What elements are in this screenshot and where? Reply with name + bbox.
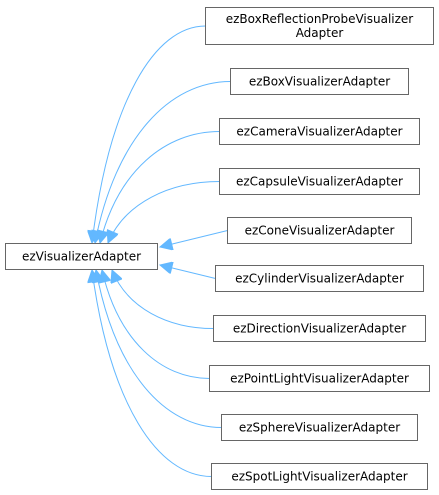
inheritance-edge bbox=[92, 270, 212, 477]
derived-class-label: ezCylinderVisualizerAdapter bbox=[235, 272, 404, 286]
derived-class-box bbox=[209, 365, 430, 392]
derived-class-label: ezCameraVisualizerAdapter bbox=[236, 125, 402, 139]
derived-class-node[interactable]: ezBoxVisualizerAdapter bbox=[230, 68, 409, 95]
inheritance-edge bbox=[112, 270, 214, 329]
inheritance-edge bbox=[108, 181, 220, 244]
derived-class-label: ezBoxReflectionProbeVisualizer bbox=[226, 12, 414, 26]
derived-class-box bbox=[219, 168, 420, 195]
derived-class-label: Adapter bbox=[296, 26, 344, 40]
inheritance-edge bbox=[160, 230, 228, 248]
derived-class-box bbox=[215, 265, 424, 292]
derived-class-box bbox=[221, 414, 418, 441]
inheritance-edge bbox=[100, 131, 220, 244]
inheritance-edge bbox=[160, 265, 216, 279]
derived-class-node[interactable]: ezDirectionVisualizerAdapter bbox=[213, 315, 426, 342]
derived-class-nodes: ezBoxReflectionProbeVisualizerAdapterezB… bbox=[205, 7, 434, 490]
base-class-label: ezVisualizerAdapter bbox=[22, 250, 141, 264]
inheritance-edges bbox=[92, 25, 231, 477]
derived-class-node[interactable]: ezCapsuleVisualizerAdapter bbox=[219, 168, 420, 195]
derived-class-box bbox=[230, 68, 409, 95]
inheritance-edge bbox=[95, 81, 231, 244]
derived-class-node[interactable]: ezSpotLightVisualizerAdapter bbox=[211, 463, 428, 490]
derived-class-label: ezDirectionVisualizerAdapter bbox=[233, 322, 406, 336]
derived-class-node[interactable]: ezPointLightVisualizerAdapter bbox=[209, 365, 430, 392]
derived-class-box bbox=[213, 315, 426, 342]
derived-class-box bbox=[211, 463, 428, 490]
derived-class-box bbox=[219, 118, 420, 145]
derived-class-label: ezConeVisualizerAdapter bbox=[245, 224, 395, 238]
derived-class-node[interactable]: ezCameraVisualizerAdapter bbox=[219, 118, 420, 145]
derived-class-box bbox=[227, 217, 412, 244]
inheritance-edge bbox=[102, 270, 210, 379]
derived-class-node[interactable]: ezConeVisualizerAdapter bbox=[227, 217, 412, 244]
base-class-node[interactable]: ezVisualizerAdapter bbox=[5, 243, 158, 270]
derived-class-label: ezBoxVisualizerAdapter bbox=[249, 75, 390, 89]
derived-class-node[interactable]: ezCylinderVisualizerAdapter bbox=[215, 265, 424, 292]
inheritance-edge bbox=[96, 270, 222, 428]
derived-class-node[interactable]: ezSphereVisualizerAdapter bbox=[221, 414, 418, 441]
base-class-box bbox=[5, 243, 158, 270]
derived-class-label: ezPointLightVisualizerAdapter bbox=[230, 372, 409, 386]
derived-class-label: ezSphereVisualizerAdapter bbox=[239, 421, 400, 435]
inheritance-edge bbox=[92, 25, 206, 243]
derived-class-label: ezCapsuleVisualizerAdapter bbox=[236, 175, 403, 189]
derived-class-box bbox=[205, 7, 434, 45]
derived-class-label: ezSpotLightVisualizerAdapter bbox=[231, 470, 407, 484]
